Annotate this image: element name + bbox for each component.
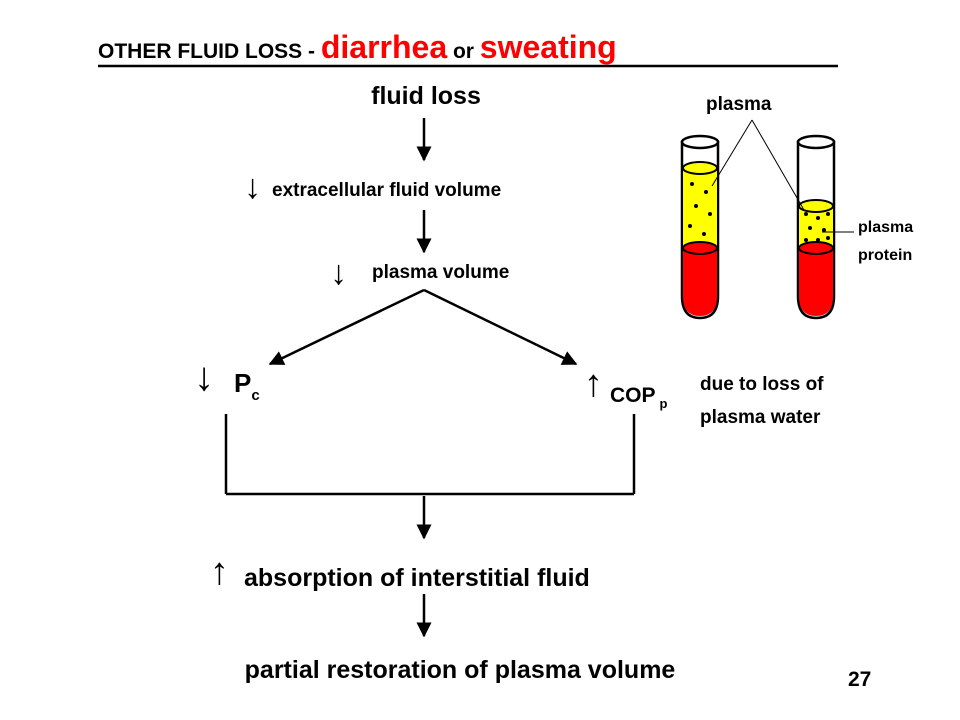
pc-label: Pc: [234, 368, 260, 404]
title-prefix: OTHER FLUID LOSS -: [98, 40, 321, 63]
cop-label: COP p: [610, 384, 668, 411]
step-absorption: absorption of interstitial fluid: [244, 564, 590, 592]
page-number: 27: [848, 668, 871, 691]
tube1-blood: [683, 248, 717, 316]
tube1-protein-dots: [688, 182, 712, 236]
up-arrow-cop: ↑: [584, 363, 603, 405]
note-line-1: due to loss of: [700, 374, 824, 395]
tube2-protein-dots: [804, 212, 830, 242]
down-arrow-ecf: ↓: [244, 168, 261, 206]
tube1-plasma: [683, 168, 717, 248]
pc-subscript: c: [251, 387, 259, 404]
cop-symbol: COP: [610, 384, 656, 407]
arrow-split-left: [268, 288, 425, 366]
up-arrow-absorption: ↑: [210, 551, 229, 593]
leader-plasma-1: [711, 119, 753, 187]
step-restoration: partial restoration of plasma volume: [245, 656, 676, 684]
label-protein-2: protein: [858, 247, 912, 264]
note-line-2: plasma water: [700, 407, 821, 428]
cop-subscript: p: [660, 396, 668, 411]
test-tube-normal: [680, 134, 720, 320]
title-sweating: sweating: [480, 29, 617, 65]
slide-title: OTHER FLUID LOSS - diarrhea or sweating: [98, 29, 617, 65]
test-tube-concentrated: [796, 134, 836, 320]
arrow-split-right: [423, 288, 578, 366]
tube2-blood: [799, 248, 833, 316]
label-protein-1: plasma: [858, 219, 913, 236]
pc-symbol: P: [234, 368, 251, 398]
leader-plasma-2: [751, 119, 805, 211]
title-diarrhea: diarrhea: [321, 29, 447, 65]
step-ecf-volume: extracellular fluid volume: [272, 180, 501, 201]
down-arrow-pc: ↓: [194, 355, 214, 399]
step-fluid-loss: fluid loss: [371, 82, 481, 110]
down-arrow-plasma: ↓: [330, 254, 347, 292]
step-plasma-volume: plasma volume: [372, 262, 509, 283]
title-or: or: [453, 40, 480, 63]
label-plasma: plasma: [706, 94, 772, 115]
